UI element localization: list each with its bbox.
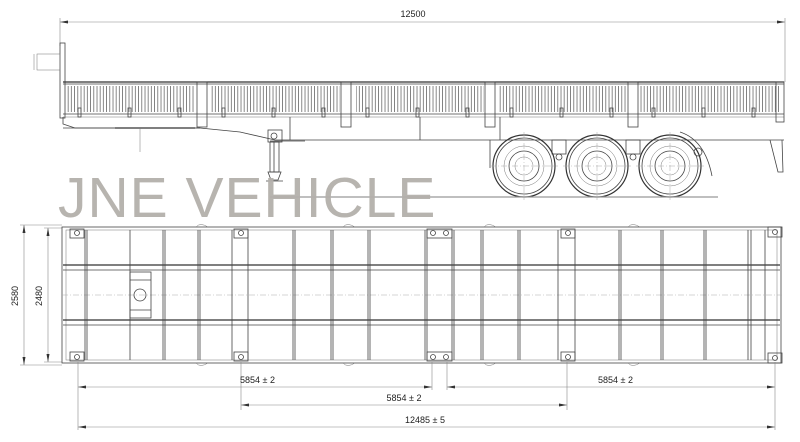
cross-members [84,230,766,360]
twistlock-spacing-center-label: 5854 ± 2 [387,393,422,403]
extension-lines [77,362,776,430]
chassis-frame [62,117,784,152]
deck-outline [61,226,782,364]
wheel-axle-2 [563,132,631,200]
twistlock-spacing-right-label: 5854 ± 2 [598,375,633,385]
side-wall-panels [63,81,785,128]
twistlock-spacing-center-dimension: 5854 ± 2 [241,393,567,407]
inner-width-dimension: 2480 [34,227,62,363]
wheels [490,132,704,200]
front-headboard [33,42,66,119]
twistlock-overall-dimension: 12485 ± 5 [78,415,775,429]
landing-gear [266,129,283,182]
suspension-hangers [489,139,641,168]
top-view: 2580 2480 [10,224,783,430]
overall-width-label: 2580 [10,286,20,306]
mudguard [679,131,713,177]
twistlock-spacing-left-dimension: 5854 ± 2 [78,375,432,389]
twistlocks [69,226,783,364]
wheel-axle-3 [636,132,704,200]
twistlock-spacing-right-dimension: 5854 ± 2 [447,375,775,389]
side-view: 12500 [33,9,786,200]
side-hooks [195,224,641,366]
twistlock-overall-label: 12485 ± 5 [405,415,445,425]
wheel-axle-1 [490,132,558,200]
overall-length-label: 12500 [400,9,425,19]
kingpin-plate [129,271,152,319]
overall-width-dimension: 2580 [10,224,62,366]
overall-length-dimension: 12500 [59,9,786,82]
twistlock-spacing-left-label: 5854 ± 2 [240,375,275,385]
inner-width-label: 2480 [34,286,44,306]
rear-bumper [769,139,784,173]
